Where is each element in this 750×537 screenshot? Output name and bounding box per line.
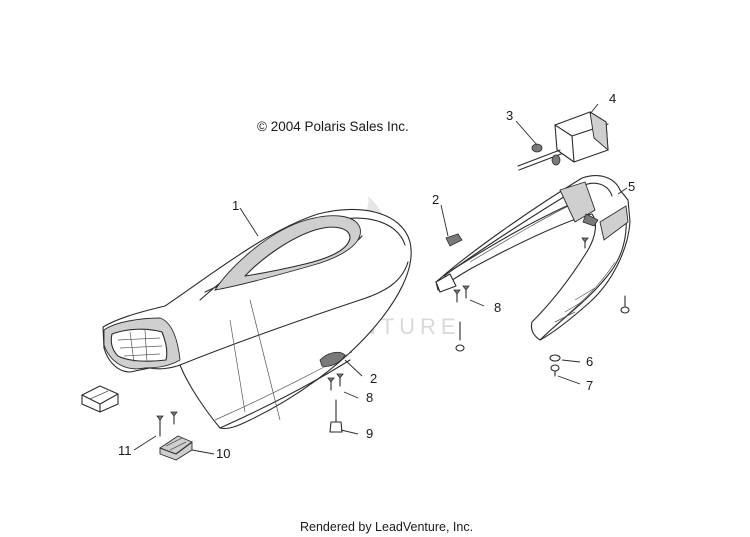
rail-rivets[interactable]: [453, 237, 630, 352]
leader-lines: [133, 103, 628, 455]
latch-part-right[interactable]: [445, 233, 463, 247]
seat-bracket-left[interactable]: [81, 385, 119, 413]
screw-11-part[interactable]: [156, 411, 178, 437]
callout-bracket-top: 4: [609, 91, 616, 106]
callout-nut-top: 3: [506, 108, 513, 123]
grab-rail-part[interactable]: [435, 175, 631, 341]
seat-part[interactable]: [102, 208, 412, 430]
callout-rivet-right: 8: [494, 300, 501, 315]
screw-7-part[interactable]: [550, 364, 560, 377]
footer-credit: Rendered by LeadVenture, Inc.: [300, 520, 473, 534]
pad-part[interactable]: [159, 435, 193, 461]
copyright-text: © 2004 Polaris Sales Inc.: [257, 119, 409, 134]
callout-pad: 10: [216, 446, 230, 461]
washer-part[interactable]: [549, 354, 561, 362]
callout-rail: 5: [628, 179, 635, 194]
bracket-part[interactable]: [554, 111, 609, 163]
callout-latch-right: 2: [432, 192, 439, 207]
callout-seat: 1: [232, 198, 239, 213]
callout-screw-7: 7: [586, 378, 593, 393]
callout-rivet-left: 8: [366, 390, 373, 405]
bolt-nut-part[interactable]: [517, 143, 562, 171]
callout-washer: 6: [586, 354, 593, 369]
callout-screw-11: 11: [118, 443, 132, 458]
callout-bolt-9: 9: [366, 426, 373, 441]
seat-rivets[interactable]: [327, 373, 344, 391]
callout-latch-left: 2: [370, 371, 377, 386]
bolt-9-part[interactable]: [329, 399, 343, 433]
